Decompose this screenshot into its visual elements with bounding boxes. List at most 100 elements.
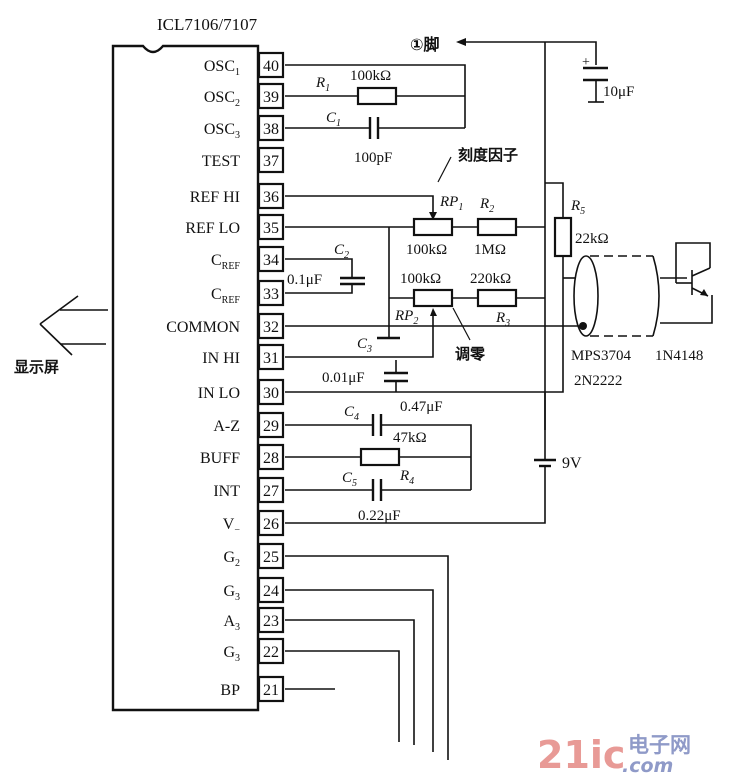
pin-31-number: 31 (263, 350, 279, 367)
potentiometer-rp1 (412, 217, 454, 237)
pin-32-label: COMMON (166, 319, 240, 336)
capacitor-polarity: + (582, 55, 590, 70)
pin-29-number: 29 (263, 418, 279, 435)
pin-40-number: 40 (263, 58, 279, 75)
pin-24-number: 24 (263, 583, 279, 600)
junction-dot (579, 322, 587, 330)
c3-ref: C3 (357, 336, 372, 355)
r4-value: 47kΩ (393, 430, 427, 446)
pin-38-box (257, 114, 285, 142)
pin-22-label: G3 (223, 644, 240, 664)
pin-25-box (257, 542, 285, 570)
pin-33-number: 33 (263, 286, 279, 303)
rp2-ref: RP2 (394, 308, 418, 327)
rp1-value: 100kΩ (406, 242, 447, 258)
pin-26-label: V− (223, 516, 241, 536)
pin-28-number: 28 (263, 450, 279, 467)
r5-ref: R5 (570, 198, 585, 217)
watermark-logo: 21ic 电子网 .com (537, 733, 691, 777)
potentiometer-rp2 (412, 288, 454, 308)
pin-28-box (257, 443, 285, 471)
wire-pin25 (285, 555, 449, 760)
r1-ref: R1 (315, 75, 330, 94)
rp2-value: 100kΩ (400, 271, 441, 287)
pin-30-box (257, 378, 285, 406)
pin-37-box (257, 146, 285, 174)
pin-36-box (257, 182, 285, 210)
pin-36-label: REF HI (190, 189, 240, 206)
sensor-shield-front (573, 255, 599, 337)
wire-tr-emitter (660, 295, 713, 324)
wire-c4-right (382, 424, 472, 490)
pin-21-label: BP (220, 682, 240, 699)
c2-ref: C2 (334, 242, 349, 261)
pin-22-box (257, 637, 285, 665)
pin-34-number: 34 (263, 252, 279, 269)
pin-24-label: G3 (223, 583, 240, 603)
pin-34-box (257, 245, 285, 273)
shield-back (652, 255, 660, 337)
wire-pin31 (285, 316, 434, 358)
rp1-ref: RP1 (439, 194, 463, 213)
diode-type: 1N4148 (655, 348, 703, 364)
pin-40-box (257, 51, 285, 79)
c3-value: 0.01μF (322, 370, 365, 386)
ic-title: ICL7106/7107 (157, 15, 258, 34)
pin-26-number: 26 (263, 516, 279, 533)
wire-r5-top (545, 182, 564, 218)
wire-pin36 (285, 195, 434, 214)
scale-factor-leader (437, 156, 452, 183)
pin-23-number: 23 (263, 613, 279, 630)
transistor-type-1: MPS3704 (571, 348, 632, 364)
wire-pin30 (285, 256, 564, 393)
c1-value: 100pF (354, 150, 392, 166)
c5-ref: C5 (342, 470, 357, 489)
c5-value: 0.22μF (358, 508, 401, 524)
pin-36-number: 36 (263, 189, 279, 206)
pin-34-label: CREF (211, 252, 240, 272)
wire-pin33 (285, 283, 353, 294)
c4-value: 0.47μF (400, 399, 443, 415)
pin-33-label: CREF (211, 286, 240, 306)
pin-37-number: 37 (263, 153, 279, 170)
r3-ref: R3 (495, 310, 510, 329)
pin-25-number: 25 (263, 549, 279, 566)
pin-25-label: G2 (223, 549, 240, 569)
wire-pin40 (285, 64, 466, 128)
r5-value: 22kΩ (575, 231, 609, 247)
wire-pin22 (285, 650, 400, 742)
pin-37-label: TEST (202, 153, 240, 170)
r2-ref: R2 (479, 196, 494, 215)
wire-top-rail (462, 41, 597, 65)
pin-29-label: A-Z (213, 418, 240, 435)
pin-40-label: OSC1 (204, 58, 240, 78)
resistor-r2 (476, 217, 518, 237)
pin-39-label: OSC2 (204, 89, 240, 109)
pin-35-number: 35 (263, 220, 279, 237)
pin-24-box (257, 576, 285, 604)
pin-23-box (257, 606, 285, 634)
wire-pin24 (285, 589, 434, 752)
pin-39-number: 39 (263, 89, 279, 106)
pin-30-number: 30 (263, 385, 279, 402)
ic-body (111, 44, 260, 712)
capacitor-10uf-value: 10μF (603, 84, 634, 100)
pin-33-box (257, 279, 285, 307)
r4-ref: R4 (399, 468, 414, 487)
arrow-left-icon (456, 38, 466, 46)
pin-30-label: IN LO (198, 385, 240, 402)
watermark-cn: 电子网 (628, 733, 691, 757)
watermark-com: .com (622, 755, 673, 777)
battery-value: 9V (562, 455, 582, 472)
r2-value: 1MΩ (474, 242, 506, 258)
pin-27-box (257, 476, 285, 504)
pin-31-label: IN HI (202, 350, 240, 367)
transistor-icon (675, 242, 711, 297)
rp1-wiper-icon (429, 212, 437, 220)
pin-27-label: INT (213, 483, 240, 500)
resistor-r4 (359, 447, 401, 467)
watermark-21ic: 21ic (537, 733, 625, 777)
zero-adjust-label: 调零 (455, 345, 486, 363)
wire-pin23 (285, 619, 415, 745)
